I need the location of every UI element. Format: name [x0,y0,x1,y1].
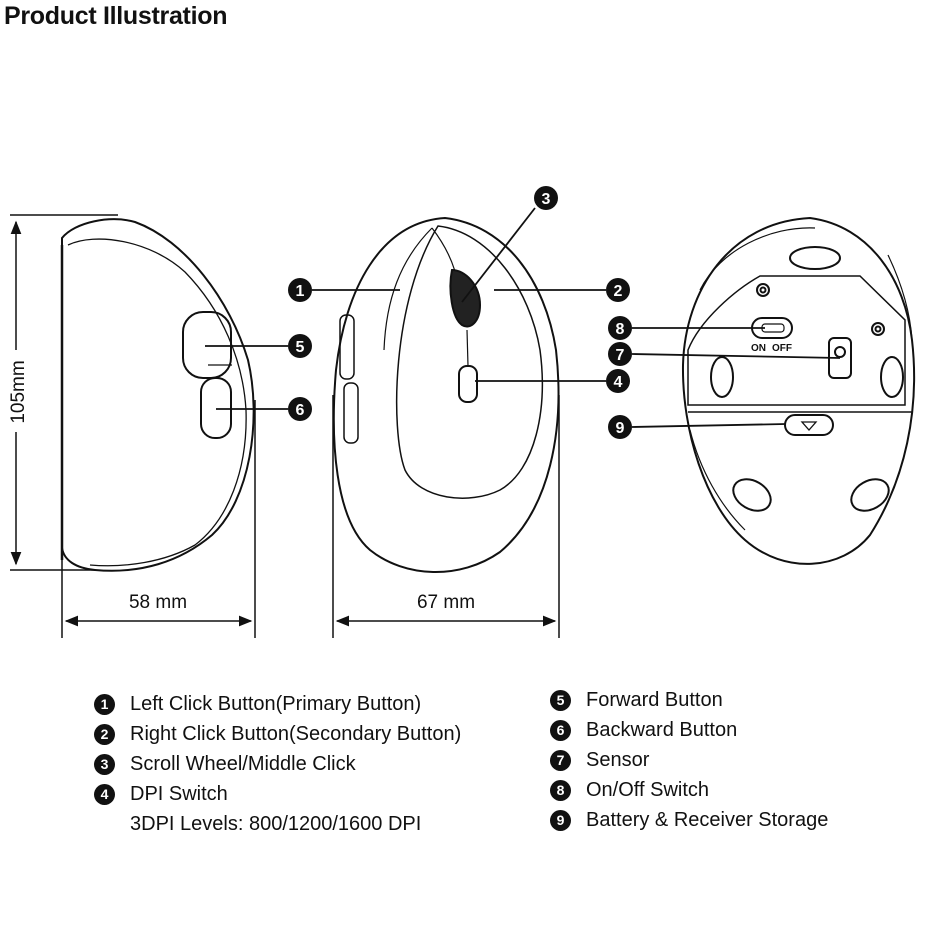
side-view [62,219,254,570]
svg-text:5: 5 [296,339,305,356]
number-badge: 7 [550,750,571,771]
front-width-label: 67 mm [417,592,475,613]
legend-text: Forward Button [586,685,723,715]
legend-right: 5 Forward Button 6 Backward Button 7 Sen… [550,685,828,835]
front-view [334,218,559,572]
svg-text:8: 8 [616,321,625,338]
number-badge: 6 [550,720,571,741]
legend-item: 8 On/Off Switch [550,775,828,805]
number-badge: 5 [550,690,571,711]
svg-text:7: 7 [616,347,625,364]
number-badge: 1 [94,694,115,715]
svg-text:1: 1 [296,283,305,300]
legend-item: 4 DPI Switch [94,779,461,809]
callout-badge-4: 4 [606,369,630,393]
legend-text: DPI Switch [130,779,228,809]
legend-text: Backward Button [586,715,737,745]
callout-badge-8: 8 [608,316,632,340]
battery-compartment [688,276,905,405]
legend-text: Scroll Wheel/Middle Click [130,749,356,779]
side-view-outline [62,219,254,570]
callout-badge-6: 6 [288,397,312,421]
legend-text: On/Off Switch [586,775,709,805]
dpi-levels-note: 3DPI Levels: 800/1200/1600 DPI [94,809,461,839]
svg-text:6: 6 [296,402,305,419]
side-width-label: 58 mm [129,592,187,613]
legend-left: 1 Left Click Button(Primary Button) 2 Ri… [94,689,461,839]
legend-item: 6 Backward Button [550,715,828,745]
legend-text: Battery & Receiver Storage [586,805,828,835]
legend-item: 5 Forward Button [550,685,828,715]
legend-text: Left Click Button(Primary Button) [130,689,421,719]
legend-item: 1 Left Click Button(Primary Button) [94,689,461,719]
height-label: 105mm [8,360,29,423]
mouse-illustration: 105mm 58 mm 67 mm [0,0,950,660]
callout-badge-7: 7 [608,342,632,366]
legend-item: 9 Battery & Receiver Storage [550,805,828,835]
callout-badge-2: 2 [606,278,630,302]
switch-on-label: ON [751,343,766,354]
number-badge: 2 [94,724,115,745]
number-badge: 4 [94,784,115,805]
svg-text:2: 2 [614,283,623,300]
backward-button-shape [201,378,231,438]
bottom-view-outline [683,218,914,564]
legend-item: 3 Scroll Wheel/Middle Click [94,749,461,779]
legend-item: 7 Sensor [550,745,828,775]
storage-latch [785,415,833,435]
callout-badge-9: 9 [608,415,632,439]
forward-button-shape [183,312,231,378]
switch-off-label: OFF [772,343,792,354]
callout-lines [205,208,840,427]
callout-badge-1: 1 [288,278,312,302]
svg-text:4: 4 [614,374,623,391]
callout-badge-3: 3 [534,186,558,210]
bottom-view [683,218,914,564]
legend-text: Sensor [586,745,649,775]
dpi-switch-shape [459,366,477,402]
svg-text:9: 9 [616,420,625,437]
front-view-outline [334,218,559,572]
number-badge: 8 [550,780,571,801]
callout-badge-5: 5 [288,334,312,358]
number-badge: 3 [94,754,115,775]
legend-item: 2 Right Click Button(Secondary Button) [94,719,461,749]
svg-text:3: 3 [542,191,551,208]
number-badge: 9 [550,810,571,831]
legend-text: Right Click Button(Secondary Button) [130,719,461,749]
